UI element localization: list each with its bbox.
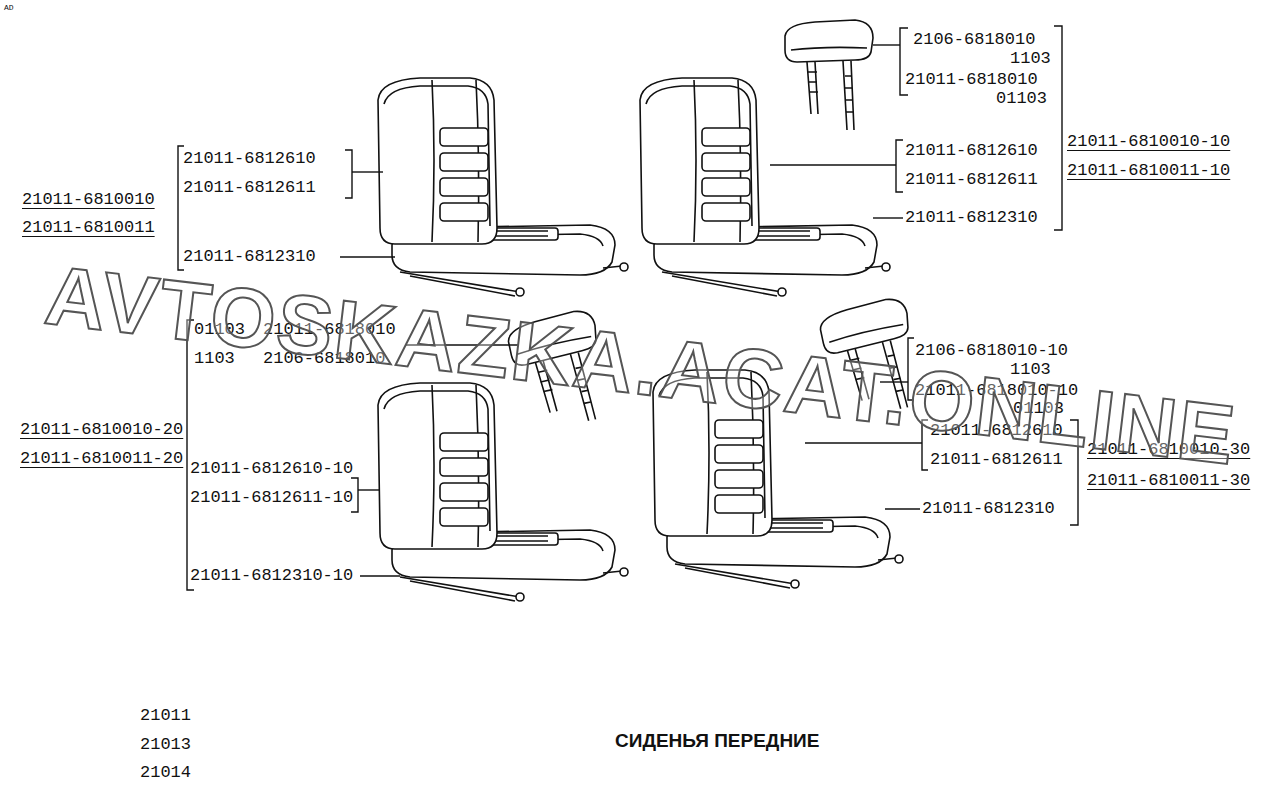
part-number: 1103: [1010, 49, 1051, 69]
part-number: 21011-6812611: [905, 170, 1038, 190]
part-number: 21011-6818010: [905, 70, 1038, 90]
part-number: 21011-6810011-20: [20, 449, 183, 469]
part-number: 21011-6812310: [922, 499, 1055, 519]
front-seat: [378, 78, 628, 296]
part-number: 21011-6810010: [22, 190, 155, 210]
model-number: 21014: [140, 763, 191, 783]
model-number: 21013: [140, 735, 191, 755]
part-number: 21011-6810011-10: [1067, 161, 1230, 181]
part-number: 21011-6812611: [183, 178, 316, 198]
sheet-mark: AD: [4, 3, 14, 12]
part-number: 2106-6818010: [913, 30, 1035, 50]
part-number: 21011-6810011: [22, 218, 155, 238]
part-number: 21011-6812610-10: [190, 459, 353, 479]
part-number: 21011-6812611-10: [190, 488, 353, 508]
part-number: 21011-6812610: [905, 141, 1038, 161]
model-number: 21011: [140, 706, 191, 726]
part-number: 21011-6812610: [183, 149, 316, 169]
part-number: 21011-6812310-10: [190, 566, 353, 586]
part-number: 21011-6812310: [905, 208, 1038, 228]
front-seat: [378, 383, 628, 601]
part-number: 21011-6810010-10: [1067, 132, 1230, 152]
part-number: 21011-6810010-20: [20, 420, 183, 440]
part-number: 01103: [996, 89, 1047, 109]
diagram-title: СИДЕНЬЯ ПЕРЕДНИЕ: [615, 730, 819, 752]
headrest: [785, 20, 873, 130]
